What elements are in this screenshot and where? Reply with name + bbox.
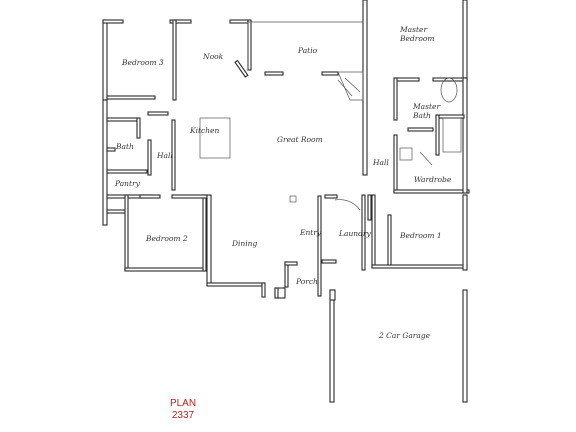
- plan-number: 2337: [171, 410, 195, 421]
- bedroom-2-label: Bedroom 2: [146, 234, 188, 243]
- bedroom-1-walls: [371, 194, 468, 271]
- patio-label: Patio: [298, 46, 318, 55]
- laundry-label: Laundry: [339, 229, 371, 238]
- bedroom-2-walls: [124, 194, 208, 272]
- wardrobe-label: Wardrobe: [414, 175, 452, 184]
- plan-label: PLAN: [169, 398, 197, 409]
- kitchen-label: Kitchen: [190, 126, 220, 135]
- master-bath-label-line2: Bath: [413, 111, 431, 120]
- entry-laundry-walls: [289, 194, 372, 297]
- closet-angle: [337, 71, 364, 101]
- nook-walls: [175, 19, 252, 78]
- bath-label: Bath: [116, 142, 134, 151]
- garage-walls: [329, 289, 468, 403]
- hall-left-label: Hall: [157, 151, 173, 160]
- dining-walls: [206, 194, 298, 299]
- bedroom-3-walls: [102, 19, 178, 101]
- garage-label: 2 Car Garage: [379, 331, 431, 340]
- plan-caption: PLAN 2337: [163, 398, 203, 422]
- master-bedroom-label-line1: Master: [400, 25, 428, 34]
- master-bedroom-label-line2: Bedroom: [400, 34, 435, 43]
- dining-label: Dining: [232, 239, 258, 248]
- bedroom-1-label: Bedroom 1: [400, 231, 442, 240]
- hall-right-label: Hall: [373, 158, 389, 167]
- pantry-label: Pantry: [115, 179, 140, 188]
- great-room-label: Great Room: [277, 135, 323, 144]
- kitchen-island: [199, 117, 231, 159]
- porch-label: Porch: [296, 277, 318, 286]
- entry-label: Entry: [300, 228, 322, 237]
- nook-label: Nook: [203, 52, 224, 61]
- patio-walls: [247, 21, 365, 76]
- master-suite-walls: [362, 0, 470, 194]
- left-rooms-walls: [102, 99, 176, 226]
- bedroom-3-label: Bedroom 3: [122, 58, 164, 67]
- master-bath-label-line1: Master: [413, 102, 441, 111]
